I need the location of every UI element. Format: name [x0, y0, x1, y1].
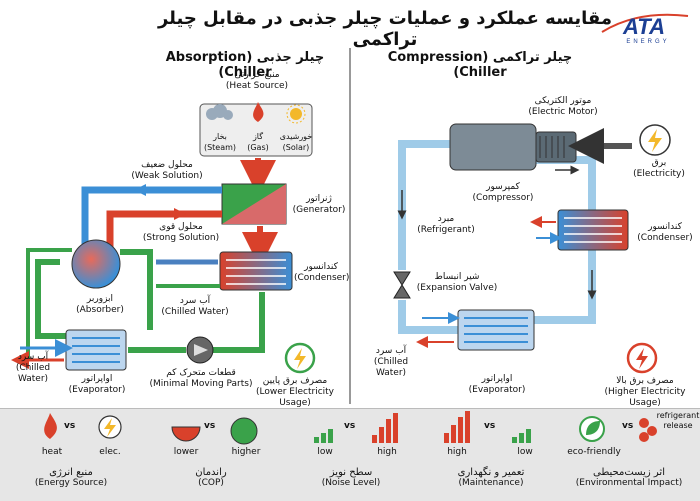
comparison-energy-source: heat vs elec. منبع انرژی(Energy Source)	[2, 409, 140, 497]
energy-left: heat	[41, 447, 63, 457]
solar-label: خورشیدی(Solar)	[279, 132, 313, 152]
strong-solution-label: محلول قوی(Strong Solution)	[142, 222, 220, 243]
absorber	[71, 239, 121, 289]
noise-right: high	[377, 447, 397, 457]
maintenance-icons	[444, 411, 531, 443]
electricity-label: برق(Electricity)	[633, 158, 685, 179]
compression-diagram	[393, 123, 671, 374]
absorption-heading: چیلر جذبی (Absorption Chiller)	[165, 50, 325, 80]
environment-icons	[579, 416, 657, 442]
compression-condenser-label: کندانسور(Condenser)	[637, 222, 693, 243]
condenser	[219, 251, 293, 291]
condenser-label: کندانسور(Condenser)	[294, 262, 350, 283]
page-title: مقایسه عملکرد و عملیات چیلر جذبی در مقاب…	[157, 8, 613, 50]
refrigerant-release-icon	[639, 418, 649, 428]
logo-text: ATA	[622, 14, 665, 39]
high-electricity-label: مصرف برق بالا(Higher Electricity Usage)	[604, 376, 686, 408]
half-circle-icon	[171, 426, 201, 442]
comparison-environment: eco-friendly vs refrigerant release اثر …	[560, 409, 700, 497]
chilled-water-loop	[35, 259, 66, 339]
cop-left: lower	[173, 447, 199, 457]
full-circle-icon	[230, 417, 258, 445]
cop-caption: راندمان(COP)	[195, 467, 227, 488]
generator-hot-half	[222, 184, 286, 224]
energy-vs: vs	[64, 421, 76, 431]
moving-parts-label: قطعات متحرک کم(Minimal Moving Parts)	[149, 368, 253, 389]
compression-evaporator	[457, 309, 535, 351]
evaporator	[65, 329, 127, 371]
cop-right: higher	[231, 447, 261, 457]
compression-condenser	[557, 209, 629, 251]
weak-solution-label: محلول ضعیف(Weak Solution)	[131, 160, 203, 181]
gas-label: گاز(Gas)	[247, 132, 269, 152]
electric-motor	[535, 131, 577, 163]
center-divider	[349, 48, 351, 404]
energy-source-icons	[44, 413, 122, 439]
environment-caption: اثر زیست‌محیطی(Environmental Impact)	[575, 467, 683, 488]
compressor-label: کمپرسور(Compressor)	[472, 182, 534, 203]
cop-vs: vs	[204, 421, 216, 431]
environment-vs: vs	[622, 421, 634, 431]
motor-label: موتور الکتریکی(Electric Motor)	[528, 96, 598, 117]
cop-icons	[171, 417, 258, 445]
compression-evaporator-label: اواپراتور(Evaporator)	[468, 374, 526, 395]
refrigerant-line-left	[398, 140, 455, 270]
noise-icons	[314, 413, 398, 443]
comparison-maintenance: high vs low تعمیر و نگهداری(Maintenance)	[422, 409, 560, 497]
maintenance-caption: تعمیر و نگهداری(Maintenance)	[457, 467, 525, 488]
steam-label: بخار(Steam)	[203, 132, 237, 152]
flame-icon	[44, 413, 57, 439]
chilled-water-left-label: آب سرد(Chilled Water)	[15, 352, 51, 384]
environment-left: eco-friendly	[567, 447, 621, 457]
maintenance-vs: vs	[484, 421, 496, 431]
noise-left: low	[317, 447, 333, 457]
environment-right: refrigerant release	[656, 411, 700, 430]
comparison-panel: heat vs elec. منبع انرژی(Energy Source) …	[0, 408, 700, 501]
ata-logo: ATA ENERGY	[598, 6, 690, 46]
energy-right: elec.	[99, 447, 121, 457]
logo-mark: ATA ENERGY	[601, 13, 689, 45]
low-electricity-label: مصرف برق پایین(Lower Electricity Usage)	[255, 376, 335, 408]
compression-chilled-water-label: آب سرد(Chilled Water)	[373, 346, 409, 378]
noise-vs: vs	[344, 421, 356, 431]
logo-subtext: ENERGY	[626, 39, 669, 45]
absorption-evaporator-label: اواپراتور(Evaporator)	[68, 374, 126, 395]
expansion-valve-label: شیر انبساط(Expansion Valve)	[416, 272, 498, 293]
chilled-water-mid-label: آب سرد(Chilled Water)	[161, 296, 229, 317]
energy-caption: منبع انرژی(Energy Source)	[34, 467, 108, 488]
absorber-label: ابزوربر(Absorber)	[76, 294, 124, 315]
noise-caption: سطح نویز(Noise Level)	[321, 467, 381, 488]
comparison-cop: lower vs higher راندمان(COP)	[142, 409, 280, 497]
comparison-noise: low vs high سطح نویز(Noise Level)	[282, 409, 420, 497]
sun-icon	[286, 104, 306, 124]
absorber-water-line	[120, 249, 153, 330]
maintenance-right: low	[517, 447, 533, 457]
expansion-valve-icon	[393, 271, 411, 299]
refrigerant-label: مبرد(Refrigerant)	[417, 214, 475, 235]
maintenance-left: high	[447, 447, 467, 457]
compressor	[449, 123, 537, 171]
absorption-diagram	[11, 102, 316, 374]
heat-source-label: منبع حرارتی(Heat Source)	[225, 70, 289, 91]
steam-icon	[206, 104, 233, 120]
weak-solution-line	[81, 186, 222, 250]
compression-heading: چیلر تراکمی (Compression Chiller)	[387, 50, 573, 80]
generator-label: ژنراتور(Generator)	[292, 194, 346, 215]
flame-icon	[253, 102, 264, 122]
